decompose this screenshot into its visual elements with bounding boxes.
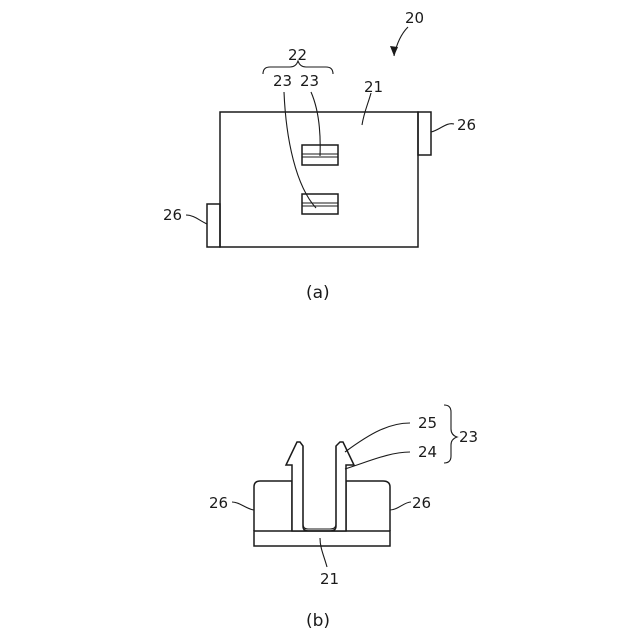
label-22: 22 [288,46,307,64]
block-left [254,481,292,531]
label-23-left: 23 [273,72,292,90]
label-23-right: 23 [300,72,319,90]
leader-21-a [362,93,371,125]
caption-b: (b) [306,611,330,631]
leader-26-left-a [186,215,207,224]
leader-26-right-b [390,502,411,510]
label-24: 24 [418,443,437,461]
clip-inner [303,446,336,529]
caption-a: (a) [306,283,330,303]
leader-23-right [311,92,320,156]
block-right [346,481,390,531]
tab-left [207,204,220,247]
brace-23 [444,405,457,463]
label-21-a: 21 [364,78,383,96]
ref-arrow-20 [390,27,408,56]
figure-b: 25 24 23 26 26 21 (b) [209,405,478,631]
clip-profile [286,442,354,531]
label-23-b: 23 [459,428,478,446]
tab-right [418,112,431,155]
leader-23-left [284,92,316,208]
leader-25 [345,423,410,452]
label-26-right-b: 26 [412,494,431,512]
label-26-left-b: 26 [209,494,228,512]
leader-26-left-b [232,502,254,510]
body-plate [220,112,418,247]
base-plate [254,531,390,546]
label-20: 20 [405,9,424,27]
leader-24 [345,452,410,469]
label-21-b: 21 [320,570,339,588]
label-25: 25 [418,414,437,432]
leader-26-right-a [431,124,454,132]
label-26-right-a: 26 [457,116,476,134]
leader-21-b [320,538,327,567]
label-26-left-a: 26 [163,206,182,224]
figure-a: 20 22 23 23 21 26 26 (a) [163,9,476,303]
